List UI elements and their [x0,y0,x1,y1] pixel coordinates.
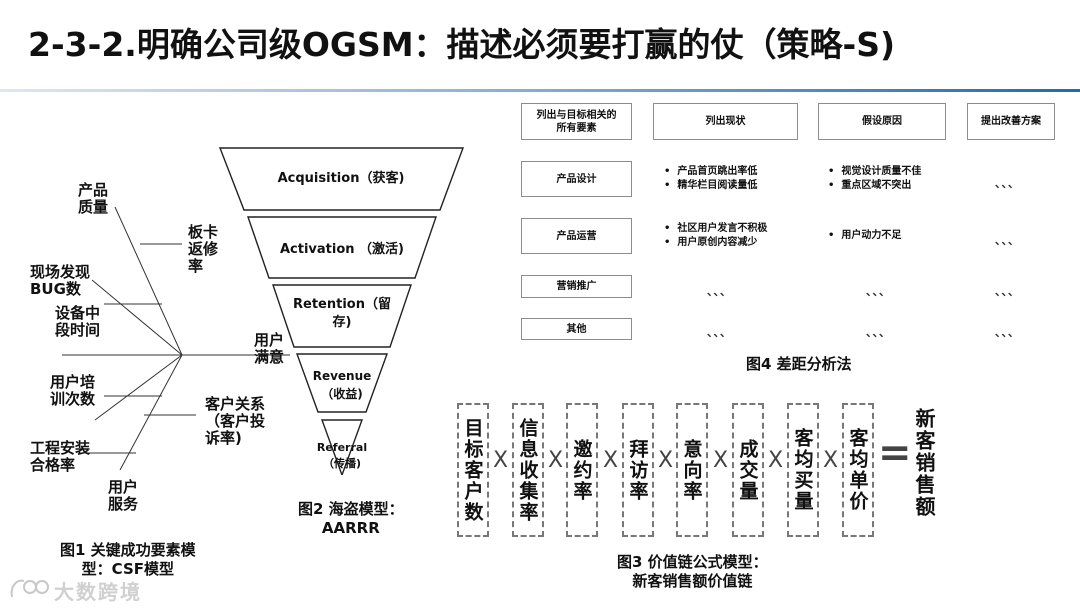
funnel-label-revenue: Revenue （收益) [312,369,372,401]
value-factor-intent-rate: 意向率 [676,403,708,537]
watermark-text: 大数跨境 [54,580,142,604]
times-symbol: X [713,448,729,473]
page-title: 2-3-2.明确公司级OGSM：描述必须要打赢的仗（策略-S) [28,25,896,64]
funnel-label-activation: Activation （激活) [279,242,404,257]
gap-header-status: 列出现状 [653,103,798,140]
funnel-stage-retention [272,284,412,348]
gap-factor-product-operation: 产品运营 [521,218,632,254]
equals-symbol: = [878,430,912,476]
label-user-satisfaction: 用户 满意 [254,331,285,366]
gap-factor-other: 其他 [521,318,632,340]
gap-status-ellipsis: 、、、 [707,285,732,298]
label-customer-relation: 客户关系 （客户投 诉率) [205,395,266,447]
funnel-stage-referral [321,419,363,475]
funnel-label-referral: Referral （传播) [316,441,368,470]
fishbone-bone-top [114,206,183,356]
value-factor-avg-purchase-volume: 客均买量 [787,403,819,537]
gap-cause-item: • 重点区域不突出 [828,180,912,191]
caption-fig2: 图2 海盗模型： AARRR [298,500,404,537]
gap-status-item: • 社区用户发言不积极 [664,223,768,234]
fishbone-bone-bottom [119,354,183,471]
funnel-stage-acquisition [218,147,465,211]
fishbone-bone-lower [94,354,183,421]
fishbone-diagram [62,206,290,471]
gap-factor-marketing: 营销推广 [521,275,632,298]
gap-header-plan: 提出改善方案 [967,103,1055,140]
value-factor-avg-unit-price: 客均单价 [842,403,874,537]
gap-plan-ellipsis: 、、、 [995,326,1020,339]
value-factor-invite-rate: 邀约率 [566,403,598,537]
value-factor-target-customers: 目标客户数 [457,403,489,537]
title-divider [0,89,1080,92]
caption-fig4: 图4 差距分析法 [746,355,852,373]
times-symbol: X [493,448,509,473]
label-downtime: 设备中 段时间 [55,304,101,339]
label-install-pass-rate: 工程安装 合格率 [30,439,91,474]
gap-status-item: • 用户原创内容减少 [664,237,758,248]
funnel-stage-revenue [296,353,388,413]
times-symbol: X [658,448,674,473]
gap-plan-ellipsis: 、、、 [995,285,1020,298]
gap-factor-product-design: 产品设计 [521,161,632,197]
funnel-stage-activation [247,216,437,279]
label-product-quality: 产品 质量 [78,181,109,216]
watermark-logo-icon [10,579,49,598]
times-symbol: X [823,448,839,473]
caption-fig3: 图3 价值链公式模型： 新客销售额价值链 [617,553,768,590]
label-training-count: 用户培 训次数 [50,373,96,408]
gap-status-item: • 产品首页跳出率低 [664,166,758,177]
caption-fig1: 图1 关键成功要素模 型：CSF模型 [60,541,196,578]
value-factor-visit-rate: 拜访率 [622,403,654,537]
value-factor-info-collection-rate: 信息收集率 [512,403,544,537]
gap-cause-ellipsis: 、、、 [866,285,891,298]
funnel-label-retention: Retention（留 存) [293,297,391,330]
gap-cause-ellipsis: 、、、 [866,326,891,339]
fishbone-bone-upper [91,279,183,356]
gap-status-ellipsis: 、、、 [707,326,732,339]
funnel-label-acquisition: Acquisition（获客) [277,171,405,186]
value-result-new-customer-sales: 新客销售额 [912,408,936,518]
gap-status-item: • 精华栏目阅读量低 [664,180,758,191]
gap-plan-ellipsis: 、、、 [995,177,1020,190]
times-symbol: X [768,448,784,473]
times-symbol: X [548,448,564,473]
times-symbol: X [603,448,619,473]
value-factor-deal-volume: 成交量 [732,403,764,537]
gap-plan-ellipsis: 、、、 [995,234,1020,247]
gap-header-cause: 假设原因 [818,103,946,140]
gap-cause-item: • 用户动力不足 [828,230,902,241]
gap-cause-item: • 视觉设计质量不佳 [828,166,922,177]
label-onsite-bug-count: 现场发现 BUG数 [30,263,91,298]
funnel-diagram [218,147,465,475]
label-board-repair-rate: 板卡 返修 率 [188,223,219,275]
gap-header-factors: 列出与目标相关的 所有要素 [521,103,632,140]
label-user-service: 用户 服务 [108,478,139,513]
